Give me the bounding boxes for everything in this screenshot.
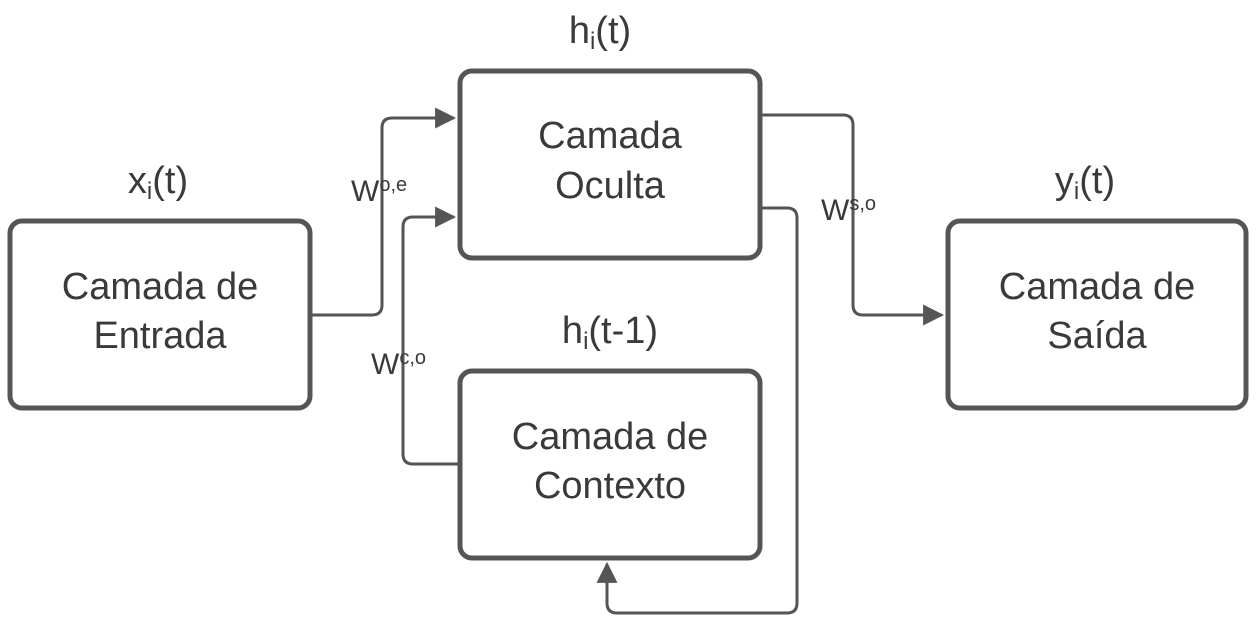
- hidden-variable-label: hi(t): [569, 10, 631, 55]
- context-layer-label-line2: Contexto: [534, 465, 686, 507]
- output-layer-label-line2: Saída: [1047, 315, 1147, 357]
- input-layer-box: [7, 218, 313, 411]
- weight-input-hidden-label: Wo,e: [351, 174, 407, 208]
- context-variable-label: hi(t-1): [562, 310, 658, 355]
- output-layer-node: Camada de Saída yi(t): [945, 160, 1249, 411]
- output-layer-box: [945, 218, 1249, 411]
- weight-context-hidden-label: Wc,o: [371, 347, 426, 381]
- hidden-layer-node: Camada Oculta hi(t): [457, 10, 763, 261]
- input-layer-node: Camada de Entrada xi(t): [7, 160, 313, 411]
- input-layer-label-line1: Camada de: [62, 266, 258, 308]
- input-layer-label-line2: Entrada: [93, 315, 227, 357]
- context-layer-label-line1: Camada de: [512, 416, 708, 458]
- edge-input-to-hidden: [311, 107, 457, 317]
- edge-hidden-to-output: [761, 113, 945, 326]
- context-layer-box: [457, 368, 763, 561]
- input-variable-label: xi(t): [128, 160, 188, 205]
- hidden-layer-label-line2: Oculta: [555, 165, 666, 207]
- weight-hidden-output-label: Ws,o: [821, 193, 876, 227]
- context-layer-node: Camada de Contexto hi(t-1): [457, 310, 763, 561]
- output-variable-label: yi(t): [1055, 160, 1115, 205]
- hidden-layer-box: [457, 68, 763, 261]
- output-layer-label-line1: Camada de: [999, 266, 1195, 308]
- edge-hidden-to-context: [596, 206, 799, 615]
- edge-context-to-hidden: [401, 206, 459, 466]
- hidden-layer-label-line1: Camada: [538, 115, 682, 157]
